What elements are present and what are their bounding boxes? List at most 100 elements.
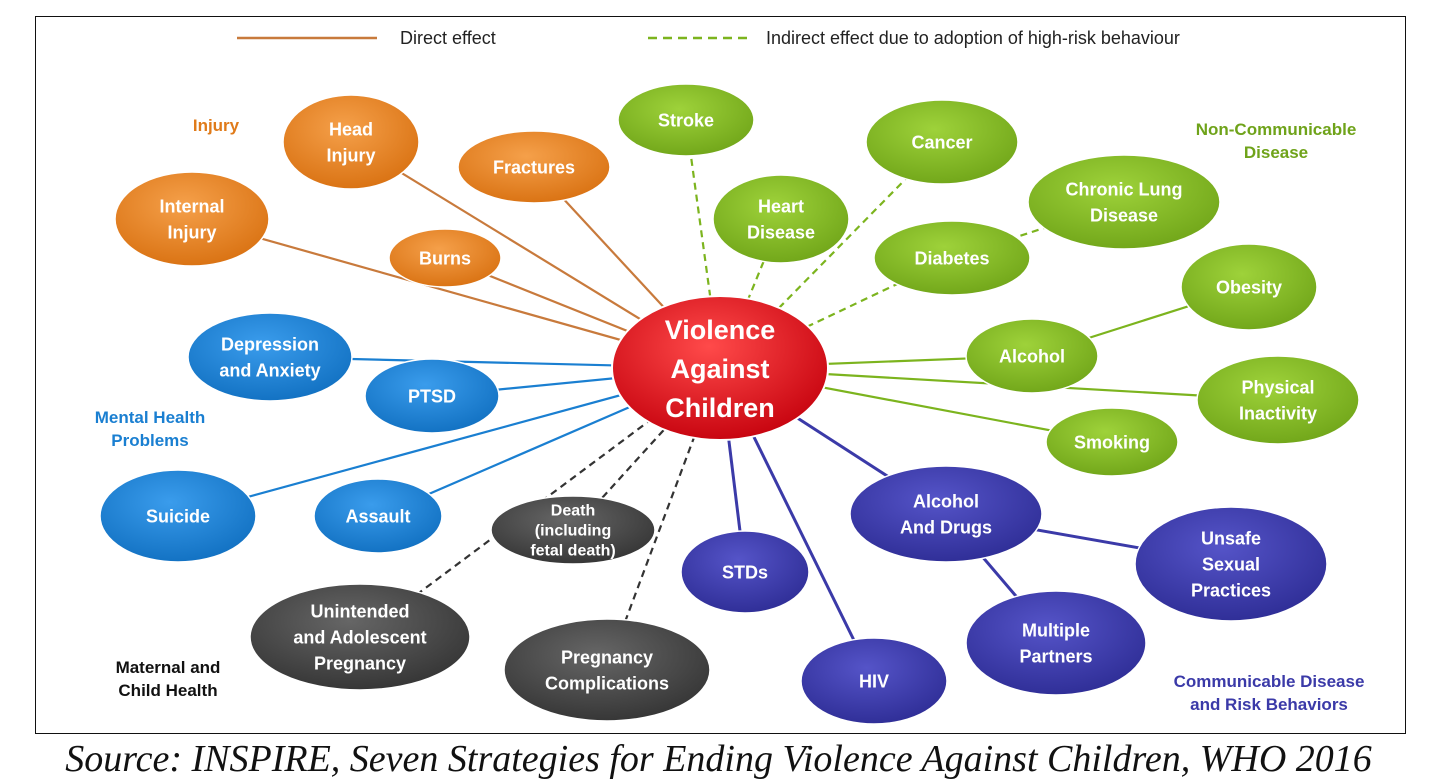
node-obesity: Obesity: [1180, 243, 1318, 331]
node-label-ptsd: PTSD: [408, 386, 456, 406]
legend-indirect-label: Indirect effect due to adoption of high-…: [766, 28, 1180, 48]
node-ellipse-hiv: [800, 637, 948, 725]
node-ellipse-burns: [388, 228, 502, 288]
node-label-alcohol: Alcohol: [999, 346, 1065, 366]
node-ellipse-stroke: [617, 83, 755, 157]
node-label-chronic-lung-disease: Disease: [1090, 205, 1158, 225]
node-diabetes: Diabetes: [873, 220, 1031, 296]
node-label-smoking: Smoking: [1074, 432, 1150, 452]
node-label-fractures: Fractures: [493, 157, 575, 177]
node-label-depression-anxiety: Depression: [221, 334, 319, 354]
node-label-multiple-partners: Multiple: [1022, 620, 1090, 640]
node-label-unsafe-sexual-practices: Unsafe: [1201, 528, 1261, 548]
node-label-internal-injury: Injury: [167, 222, 216, 242]
node-ellipse-cancer: [865, 99, 1019, 185]
node-label-chronic-lung-disease: Chronic Lung: [1066, 179, 1183, 199]
center-label: Against: [670, 354, 769, 384]
node-suicide: Suicide: [99, 469, 257, 563]
node-label-suicide: Suicide: [146, 506, 210, 526]
node-death: Death (including fetal death): [490, 495, 656, 565]
node-label-assault: Assault: [345, 506, 410, 526]
node-ellipse-chronic-lung-disease: [1027, 154, 1221, 250]
node-label-depression-anxiety: and Anxiety: [219, 360, 320, 380]
center-label: Children: [665, 393, 775, 423]
node-label-unintended-pregnancy: Unintended: [311, 601, 410, 621]
node-label-internal-injury: Internal: [159, 196, 224, 216]
group-label-injury: Injury: [192, 116, 240, 135]
source-caption: Source: INSPIRE, Seven Strategies for En…: [65, 738, 1372, 780]
node-label-heart-disease: Disease: [747, 222, 815, 242]
node-label-diabetes: Diabetes: [914, 248, 989, 268]
node-label-unintended-pregnancy: Pregnancy: [314, 653, 406, 673]
node-label-physical-inactivity: Physical: [1241, 377, 1314, 397]
node-ellipse-ptsd: [364, 358, 500, 434]
node-fractures: Fractures: [457, 130, 611, 204]
node-label-pregnancy-complications: Pregnancy: [561, 647, 653, 667]
center-label: Violence: [665, 315, 776, 345]
node-ellipse-suicide: [99, 469, 257, 563]
node-cancer: Cancer: [865, 99, 1019, 185]
node-ellipse-unintended-pregnancy: [249, 583, 471, 691]
node-stds: STDs: [680, 530, 810, 614]
node-label-alcohol-drugs: Alcohol: [913, 491, 979, 511]
node-ellipse-alcohol-drugs: [849, 465, 1043, 563]
node-label-pregnancy-complications: Complications: [545, 673, 669, 693]
node-label-multiple-partners: Partners: [1019, 646, 1092, 666]
node-label-physical-inactivity: Inactivity: [1239, 403, 1317, 423]
node-label-head-injury: Injury: [326, 145, 375, 165]
node-label-death: (including: [535, 523, 611, 540]
node-label-alcohol-drugs: And Drugs: [900, 517, 992, 537]
group-label-mental-health: Mental Health Problems: [94, 408, 206, 450]
node-burns: Burns: [388, 228, 502, 288]
node-depression-anxiety: Depression and Anxiety: [187, 312, 353, 402]
node-ellipse-obesity: [1180, 243, 1318, 331]
node-label-heart-disease: Heart: [758, 196, 804, 216]
node-label-obesity: Obesity: [1216, 277, 1282, 297]
node-label-death: Death: [551, 503, 595, 520]
node-label-unsafe-sexual-practices: Practices: [1191, 580, 1271, 600]
node-smoking: Smoking: [1045, 407, 1179, 477]
node-ellipse-alcohol: [965, 318, 1099, 394]
group-label-maternal-child-health: Maternal and Child Health: [115, 658, 221, 700]
node-ellipse-diabetes: [873, 220, 1031, 296]
group-label-non-communicable-disease: Non-Communicable Disease: [1195, 120, 1357, 162]
group-label-communicable-disease: Communicable Disease and Risk Behaviors: [1173, 672, 1365, 714]
node-label-death: fetal death): [530, 543, 615, 560]
node-label-stds: STDs: [722, 562, 768, 582]
node-ellipse-stds: [680, 530, 810, 614]
node-label-cancer: Cancer: [911, 132, 972, 152]
node-ellipse-depression-anxiety: [187, 312, 353, 402]
node-label-burns: Burns: [419, 248, 471, 268]
node-ellipse-assault: [313, 478, 443, 554]
node-ellipse-unsafe-sexual-practices: [1134, 506, 1328, 622]
legend-direct-label: Direct effect: [400, 28, 496, 48]
center-ellipse: [611, 295, 829, 441]
node-ellipse-head-injury: [282, 94, 420, 190]
node-ellipse-pregnancy-complications: [503, 618, 711, 722]
node-label-hiv: HIV: [859, 671, 889, 691]
node-ptsd: PTSD: [364, 358, 500, 434]
node-ellipse-internal-injury: [114, 171, 270, 267]
node-alcohol: Alcohol: [965, 318, 1099, 394]
node-ellipse-heart-disease: [712, 174, 850, 264]
node-stroke: Stroke: [617, 83, 755, 157]
node-hiv: HIV: [800, 637, 948, 725]
node-label-stroke: Stroke: [658, 110, 714, 130]
node-ellipse-fractures: [457, 130, 611, 204]
node-ellipse-death: [490, 495, 656, 565]
node-ellipse-smoking: [1045, 407, 1179, 477]
node-label-unintended-pregnancy: and Adolescent: [293, 627, 426, 647]
node-assault: Assault: [313, 478, 443, 554]
